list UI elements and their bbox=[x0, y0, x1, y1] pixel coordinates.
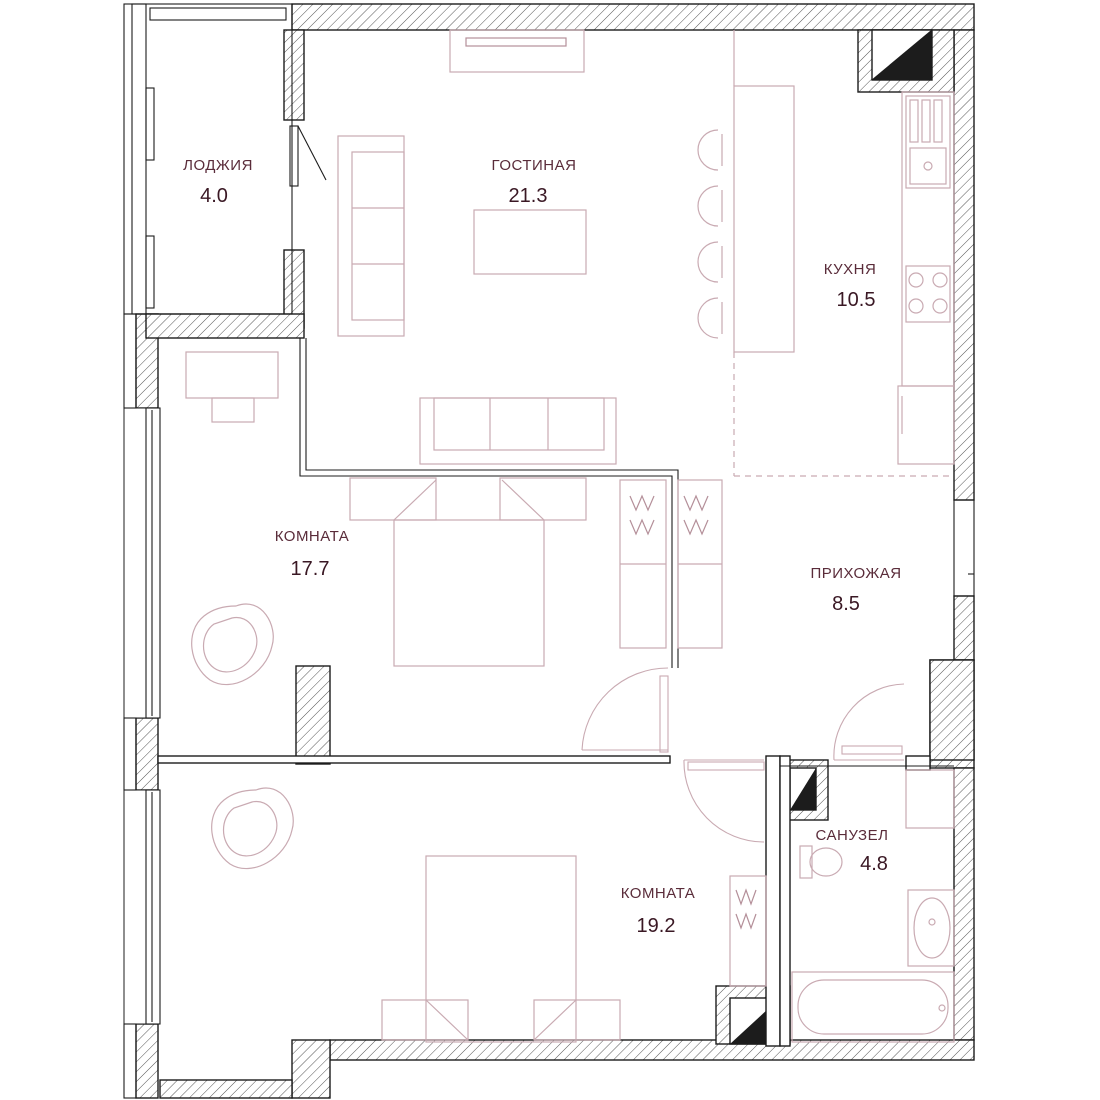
doors bbox=[581, 667, 905, 843]
kitchen-area: 10.5 bbox=[837, 289, 876, 311]
room2-furniture bbox=[211, 787, 767, 1043]
loggia-area: 4.0 bbox=[200, 185, 228, 207]
living-furniture bbox=[337, 29, 617, 465]
bath-name: САНУЗЕЛ bbox=[816, 827, 889, 844]
loggia-frame bbox=[123, 3, 327, 315]
living-name: ГОСТИНАЯ bbox=[492, 157, 577, 174]
hall-area: 8.5 bbox=[832, 593, 860, 615]
room1-area: 17.7 bbox=[291, 558, 330, 580]
kitchen-furniture bbox=[697, 30, 955, 477]
kitchen-name: КУХНЯ bbox=[824, 261, 877, 278]
interior-walls bbox=[157, 338, 954, 1047]
loggia-name: ЛОДЖИЯ bbox=[183, 157, 253, 174]
windows bbox=[123, 313, 975, 1099]
room2-area: 19.2 bbox=[637, 915, 676, 937]
outer-walls bbox=[135, 3, 975, 1099]
room1-name: КОМНАТА bbox=[275, 528, 350, 545]
room2-name: КОМНАТА bbox=[621, 885, 696, 902]
room1-furniture bbox=[185, 351, 723, 686]
bath-furniture bbox=[791, 769, 955, 1043]
bath-area: 4.8 bbox=[860, 853, 888, 875]
living-area: 21.3 bbox=[509, 185, 548, 207]
room-labels: ЛОДЖИЯ 4.0 ГОСТИНАЯ 21.3 КУХНЯ 10.5 КОМН… bbox=[183, 157, 901, 937]
hall-name: ПРИХОЖАЯ bbox=[810, 565, 901, 582]
